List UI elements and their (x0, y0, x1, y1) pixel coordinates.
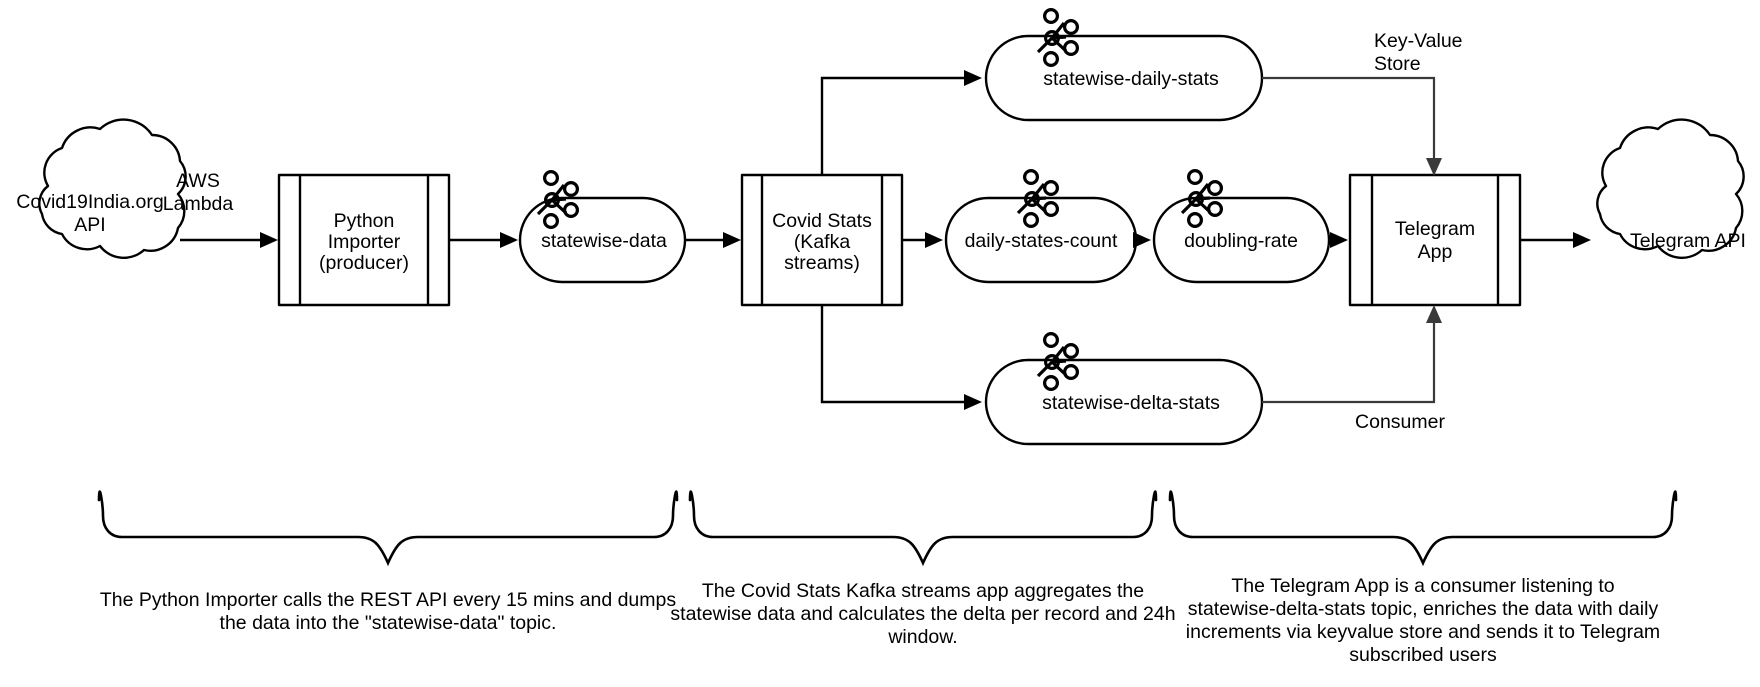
brace-telegram (1168, 490, 1678, 567)
node-python-importer-label-3: (producer) (319, 252, 409, 274)
node-topic-daily-states-count[interactable]: daily-states-count (944, 169, 1138, 284)
edge-label-key-value-store-2: Store (1374, 53, 1421, 75)
node-topic-doubling-rate-label: doubling-rate (1184, 230, 1298, 252)
edge-key-value-store: Key-Value Store (1262, 30, 1463, 176)
node-topic-daily-states-count-label: daily-states-count (965, 230, 1118, 252)
node-covid19india-api-label-2: API (74, 214, 105, 236)
node-telegram-app-label-2: App (1418, 241, 1453, 263)
edge-aws-lambda: AWS Lambda (163, 170, 278, 248)
node-covid-stats[interactable]: Covid Stats (Kafka streams) (740, 173, 904, 307)
edge-importer-to-statewise-data (449, 232, 518, 248)
caption-telegram-line-2: statewise-delta-stats topic, enriches th… (1188, 598, 1659, 620)
node-topic-statewise-daily-stats-label: statewise-daily-stats (1043, 68, 1219, 90)
node-python-importer[interactable]: Python Importer (producer) (277, 173, 451, 307)
edge-label-consumer: Consumer (1355, 411, 1445, 433)
node-covid-stats-label-1: Covid Stats (772, 210, 872, 232)
edge-covid-stats-to-statewise-delta-stats (820, 305, 982, 410)
caption-covid-stats: The Covid Stats Kafka streams app aggreg… (670, 580, 1175, 648)
node-topic-statewise-delta-stats-label: statewise-delta-stats (1042, 392, 1220, 414)
edge-consumer: Consumer (1262, 305, 1445, 433)
node-telegram-app-label-1: Telegram (1395, 218, 1475, 240)
caption-covid-stats-line-1: The Covid Stats Kafka streams app aggreg… (702, 580, 1144, 602)
node-python-importer-label-2: Importer (328, 231, 401, 253)
node-topic-statewise-data[interactable]: statewise-data (518, 170, 687, 284)
caption-telegram-line-3: increments via keyvalue store and sends … (1186, 621, 1660, 643)
edge-label-aws-lambda-1: AWS (176, 170, 220, 192)
node-covid19india-api[interactable]: Covid19India.org API (16, 118, 187, 259)
node-covid-stats-label-2: (Kafka (794, 231, 851, 253)
edge-covid-stats-to-daily-states-count (902, 232, 943, 248)
node-python-importer-label-1: Python (334, 210, 395, 232)
node-topic-statewise-daily-stats[interactable]: statewise-daily-stats (984, 8, 1264, 122)
node-covid19india-api-label-1: Covid19India.org (16, 191, 163, 213)
edge-label-aws-lambda-2: Lambda (163, 193, 234, 215)
edge-daily-states-count-to-doubling-rate (1133, 232, 1151, 248)
caption-covid-stats-line-2: statewise data and calculates the delta … (670, 603, 1175, 625)
edge-statewise-data-to-covid-stats (685, 232, 741, 248)
caption-importer: The Python Importer calls the REST API e… (100, 589, 676, 634)
edge-label-key-value-store-1: Key-Value (1374, 30, 1463, 52)
node-topic-doubling-rate[interactable]: doubling-rate (1152, 169, 1331, 284)
caption-importer-line-1: The Python Importer calls the REST API e… (100, 589, 676, 611)
node-topic-statewise-delta-stats[interactable]: statewise-delta-stats (984, 332, 1264, 446)
node-telegram-app[interactable]: Telegram App (1348, 173, 1522, 307)
edge-doubling-rate-to-telegram-app (1329, 232, 1348, 248)
brace-covid-stats (688, 490, 1158, 567)
caption-telegram-line-1: The Telegram App is a consumer listening… (1231, 575, 1614, 597)
brace-importer (97, 490, 679, 567)
node-covid-stats-label-3: streams) (784, 252, 860, 274)
edge-covid-stats-to-statewise-daily-stats (820, 70, 982, 175)
node-telegram-api-label: Telegram API (1630, 230, 1746, 252)
node-topic-statewise-data-label: statewise-data (541, 230, 667, 252)
node-telegram-api[interactable]: Telegram API (1596, 118, 1746, 259)
caption-telegram-line-4: subscribed users (1349, 644, 1497, 666)
edge-telegram-app-to-telegram-api (1520, 232, 1591, 248)
caption-covid-stats-line-3: window. (887, 626, 957, 648)
caption-telegram: The Telegram App is a consumer listening… (1186, 575, 1660, 666)
caption-importer-line-2: the data into the "statewise-data" topic… (220, 612, 557, 634)
